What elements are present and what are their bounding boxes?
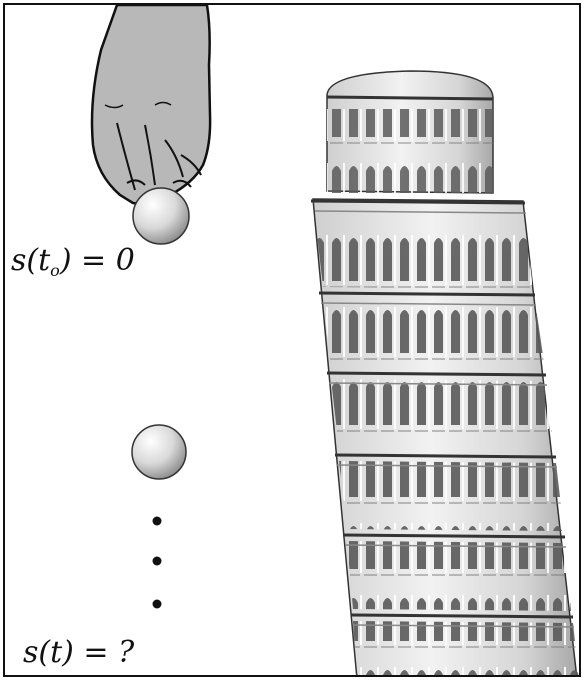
unknown-position-label: s(t) = ?	[23, 635, 135, 670]
ball-icon	[132, 187, 190, 245]
figure-frame: s(to) = 0 s(t) = ?	[3, 3, 581, 677]
ellipsis-dots-icon	[152, 516, 162, 609]
initial-position-label: s(to) = 0	[11, 243, 135, 280]
ball-icon	[131, 424, 187, 480]
hand-icon	[90, 5, 212, 206]
illustration	[90, 5, 579, 675]
leaning-tower-icon	[310, 70, 579, 675]
